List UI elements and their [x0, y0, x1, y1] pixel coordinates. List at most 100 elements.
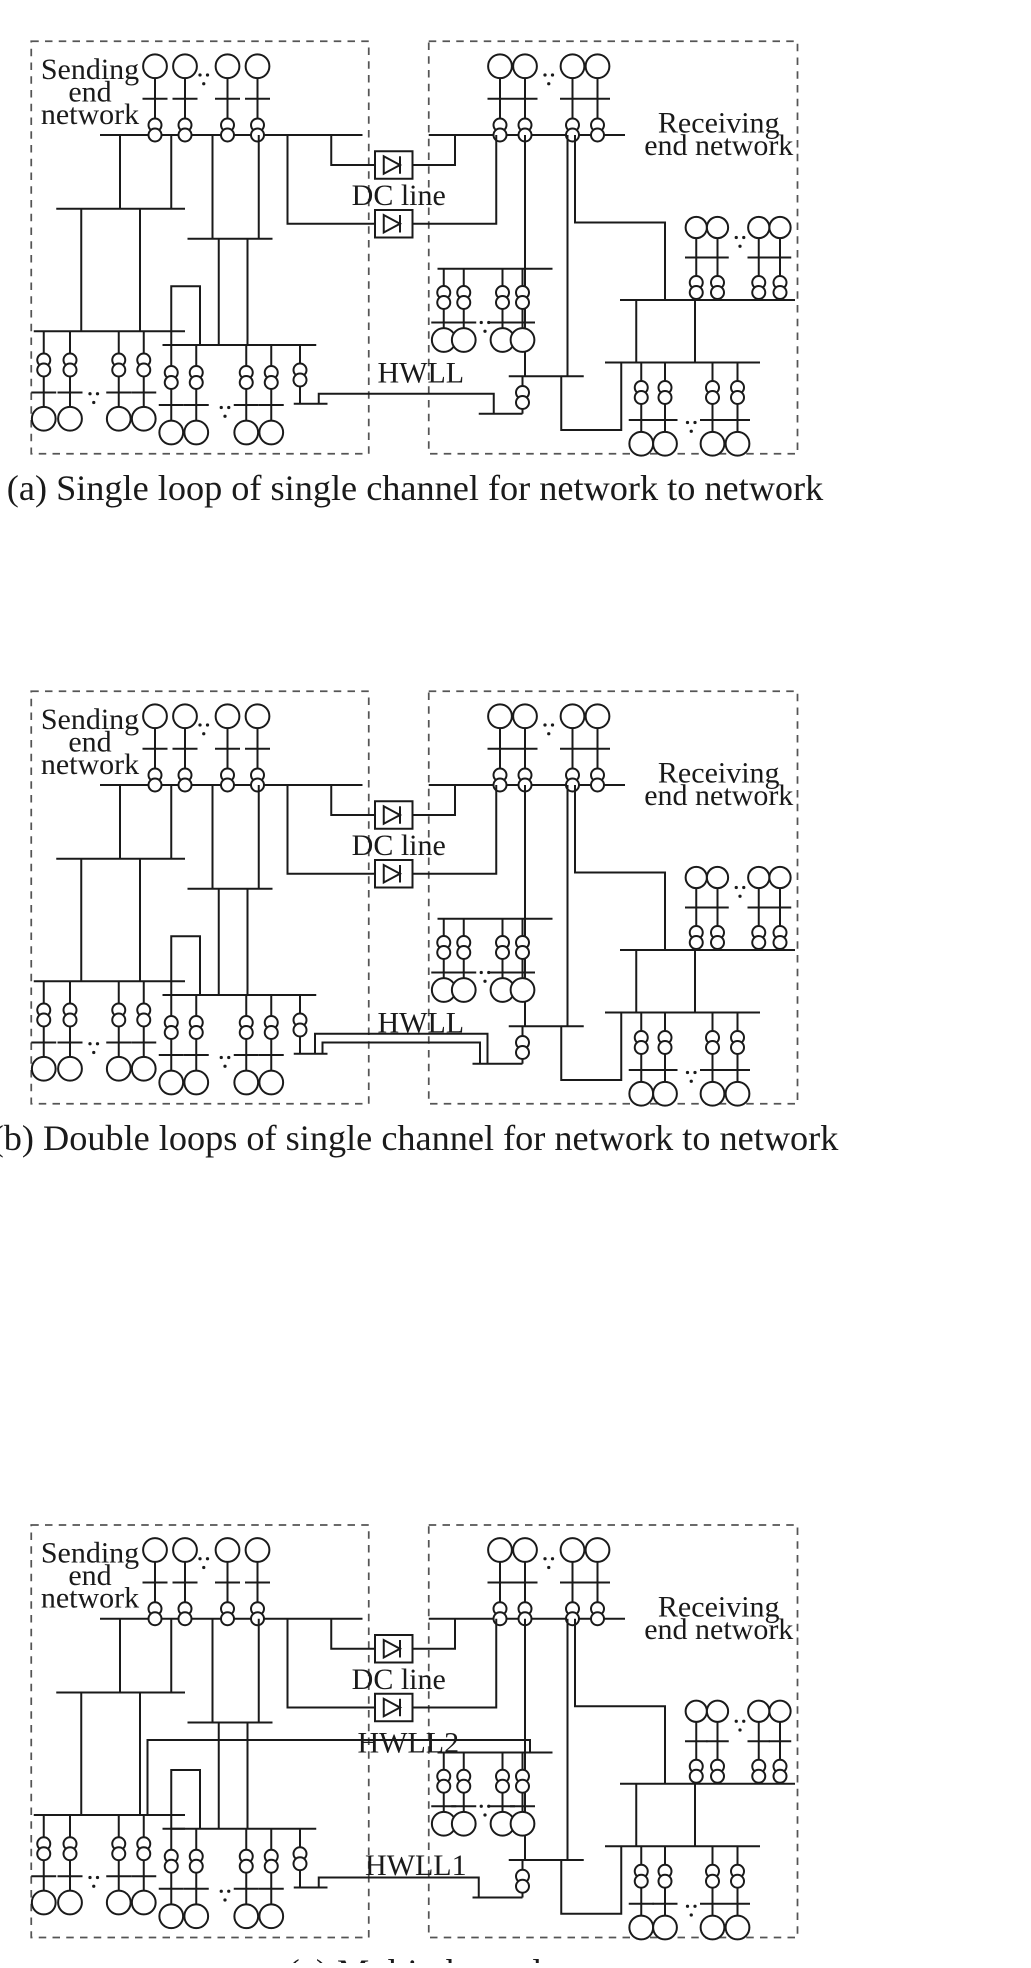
sending-end-label: network — [41, 1582, 139, 1615]
generator-icon — [183, 1069, 210, 1096]
transformer-icon — [292, 1022, 308, 1038]
transformer-icon — [220, 127, 236, 143]
transformer-icon — [147, 1611, 163, 1627]
generator-icon — [768, 1699, 792, 1723]
dc-line-1 — [412, 1618, 456, 1650]
transformer-icon — [62, 1012, 78, 1028]
panel-caption: (b) Double loops of single channel for n… — [0, 1118, 839, 1158]
sending-end-label: network — [41, 748, 139, 781]
sending-loop — [170, 935, 201, 996]
generator-icon — [724, 430, 751, 457]
transformer-icon — [657, 389, 673, 405]
sending-end-network-boundary — [30, 690, 370, 1105]
generator-icon — [142, 1537, 168, 1563]
transformer-icon — [772, 935, 788, 951]
transformer-icon — [111, 1846, 127, 1862]
hwll-path-1 — [314, 1032, 489, 1064]
ellipsis-dot — [483, 329, 487, 333]
generator-icon — [183, 419, 210, 446]
transformer-icon — [238, 1024, 254, 1040]
transformer-icon — [111, 362, 127, 378]
receiving-end-label: Receiving — [658, 1590, 780, 1623]
ellipsis-dot — [685, 420, 690, 425]
transformer-icon — [220, 777, 236, 793]
generator-icon — [233, 419, 260, 446]
ellipsis-dot — [689, 1079, 693, 1083]
hwll1-label: HWLL1 — [365, 1849, 467, 1882]
generator-icon — [512, 703, 538, 730]
transformer-icon — [514, 1778, 530, 1794]
dc-line-1 — [330, 1618, 375, 1650]
transformer-icon — [62, 1846, 78, 1862]
generator-icon — [214, 1537, 241, 1563]
ellipsis-dot — [223, 414, 227, 418]
transformer-icon — [709, 1768, 725, 1784]
dc-line-2 — [412, 785, 498, 875]
generator-icon — [183, 1903, 210, 1930]
transformer-icon — [514, 1044, 530, 1060]
dc-line-2 — [412, 135, 498, 225]
hwll2-path — [146, 1739, 531, 1815]
ellipsis-dot — [479, 1804, 483, 1808]
hwll-path-2 — [321, 1041, 481, 1064]
transformer-icon — [436, 295, 452, 311]
generator-icon — [30, 1889, 57, 1916]
transformer-icon — [729, 1039, 745, 1055]
generator-icon — [652, 430, 678, 457]
diode-symbol — [382, 154, 403, 176]
generator-icon — [30, 1055, 57, 1082]
receiving-loop — [560, 1012, 623, 1081]
transformer-icon — [188, 1858, 204, 1874]
hwll-label: HWLL — [378, 357, 465, 390]
generator-icon — [30, 405, 57, 432]
ellipsis-dot — [738, 244, 742, 248]
ellipsis-dot — [547, 732, 551, 736]
transformer-icon — [436, 945, 452, 961]
diode-symbol — [382, 1697, 403, 1718]
generator-icon — [172, 53, 198, 80]
transformer-icon — [238, 374, 254, 390]
receiving-loop — [560, 1846, 623, 1915]
ellipsis-dot — [202, 1565, 206, 1570]
ellipsis-dot — [689, 1913, 693, 1917]
generator-icon — [57, 405, 83, 432]
generator-icon — [628, 1080, 655, 1107]
transformer-icon — [111, 1012, 127, 1028]
ellipsis-dot — [205, 1557, 210, 1561]
ellipsis-dot — [738, 1728, 742, 1732]
transformer-icon — [238, 1858, 254, 1874]
generator-icon — [628, 1914, 655, 1941]
generator-icon — [512, 1537, 538, 1563]
generator-icon — [450, 1810, 477, 1837]
ellipsis-dot — [738, 894, 742, 898]
generator-icon — [233, 1069, 260, 1096]
ellipsis-dot — [227, 405, 231, 410]
receiving-end-network-boundary — [427, 40, 799, 455]
transformer-icon — [188, 1024, 204, 1040]
generator-icon — [684, 215, 708, 240]
ellipsis-dot — [92, 1050, 96, 1055]
transformer-icon — [494, 1778, 510, 1794]
transformer-icon — [709, 935, 725, 951]
generator-icon — [747, 1699, 771, 1723]
ellipsis-dot — [742, 1719, 746, 1723]
ellipsis-dot — [227, 1889, 231, 1893]
ellipsis-dot — [734, 885, 738, 890]
ellipsis-dot — [479, 970, 483, 975]
transformer-icon — [751, 1768, 767, 1784]
ellipsis-dot — [547, 82, 551, 86]
transformer-icon — [62, 362, 78, 378]
generator-icon — [652, 1914, 678, 1941]
ellipsis-dot — [92, 1884, 96, 1888]
transformer-icon — [220, 1611, 236, 1627]
receiving-feeder — [574, 135, 666, 300]
sending-end-label: network — [41, 98, 139, 131]
transformer-icon — [163, 1024, 179, 1040]
ellipsis-dot — [483, 1813, 487, 1817]
dc-line-2 — [286, 135, 375, 225]
transformer-icon — [136, 1846, 152, 1862]
transformer-icon — [177, 777, 193, 793]
generator-icon — [584, 1537, 611, 1563]
generator-icon — [105, 1055, 132, 1082]
